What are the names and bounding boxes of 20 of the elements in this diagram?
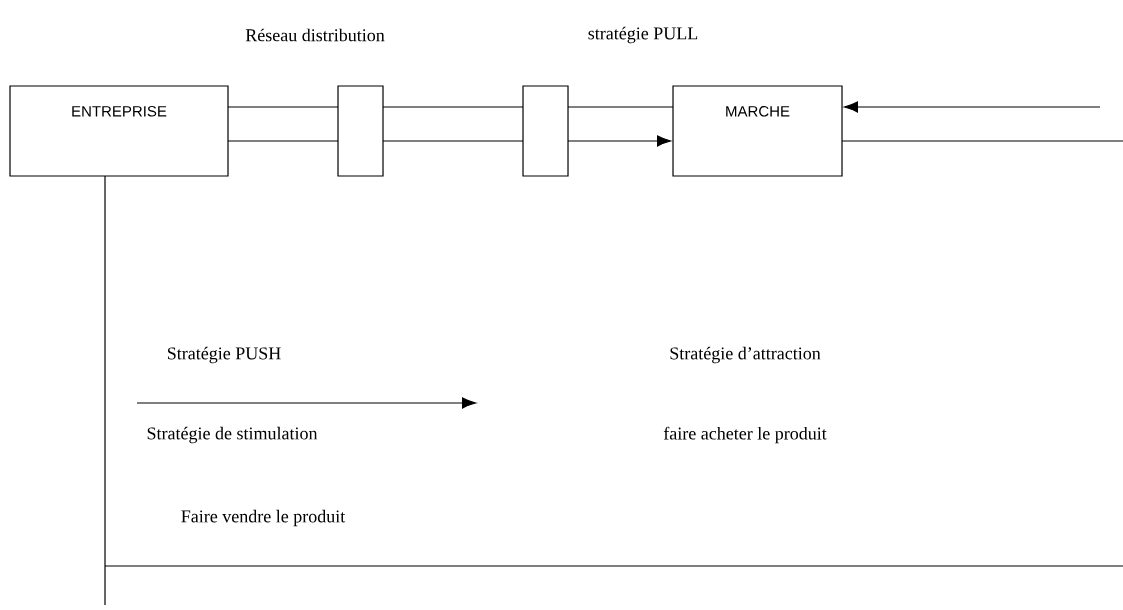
connector-line [382,106,524,108]
connector-line [567,106,674,108]
arrow [567,135,672,147]
text-label: Stratégie de stimulation [147,426,318,444]
connector-line [227,140,339,142]
text-label: Faire vendre le produit [181,509,346,527]
text-label: stratégie PULL [588,26,698,44]
connector-line [227,106,339,108]
connector-line [104,175,106,606]
connector-line [382,140,524,142]
small-box [522,85,569,177]
arrow [843,101,1101,113]
text-label: Stratégie d’attraction [670,346,821,364]
process-box: ENTREPRISE [9,85,229,177]
text-label: Réseau distribution [245,28,385,42]
connector-line [841,140,1123,142]
text-label: Stratégie PUSH [167,346,281,364]
text-label: faire acheter le produit [663,426,827,444]
small-box [337,85,384,177]
process-box: MARCHE [672,85,843,177]
